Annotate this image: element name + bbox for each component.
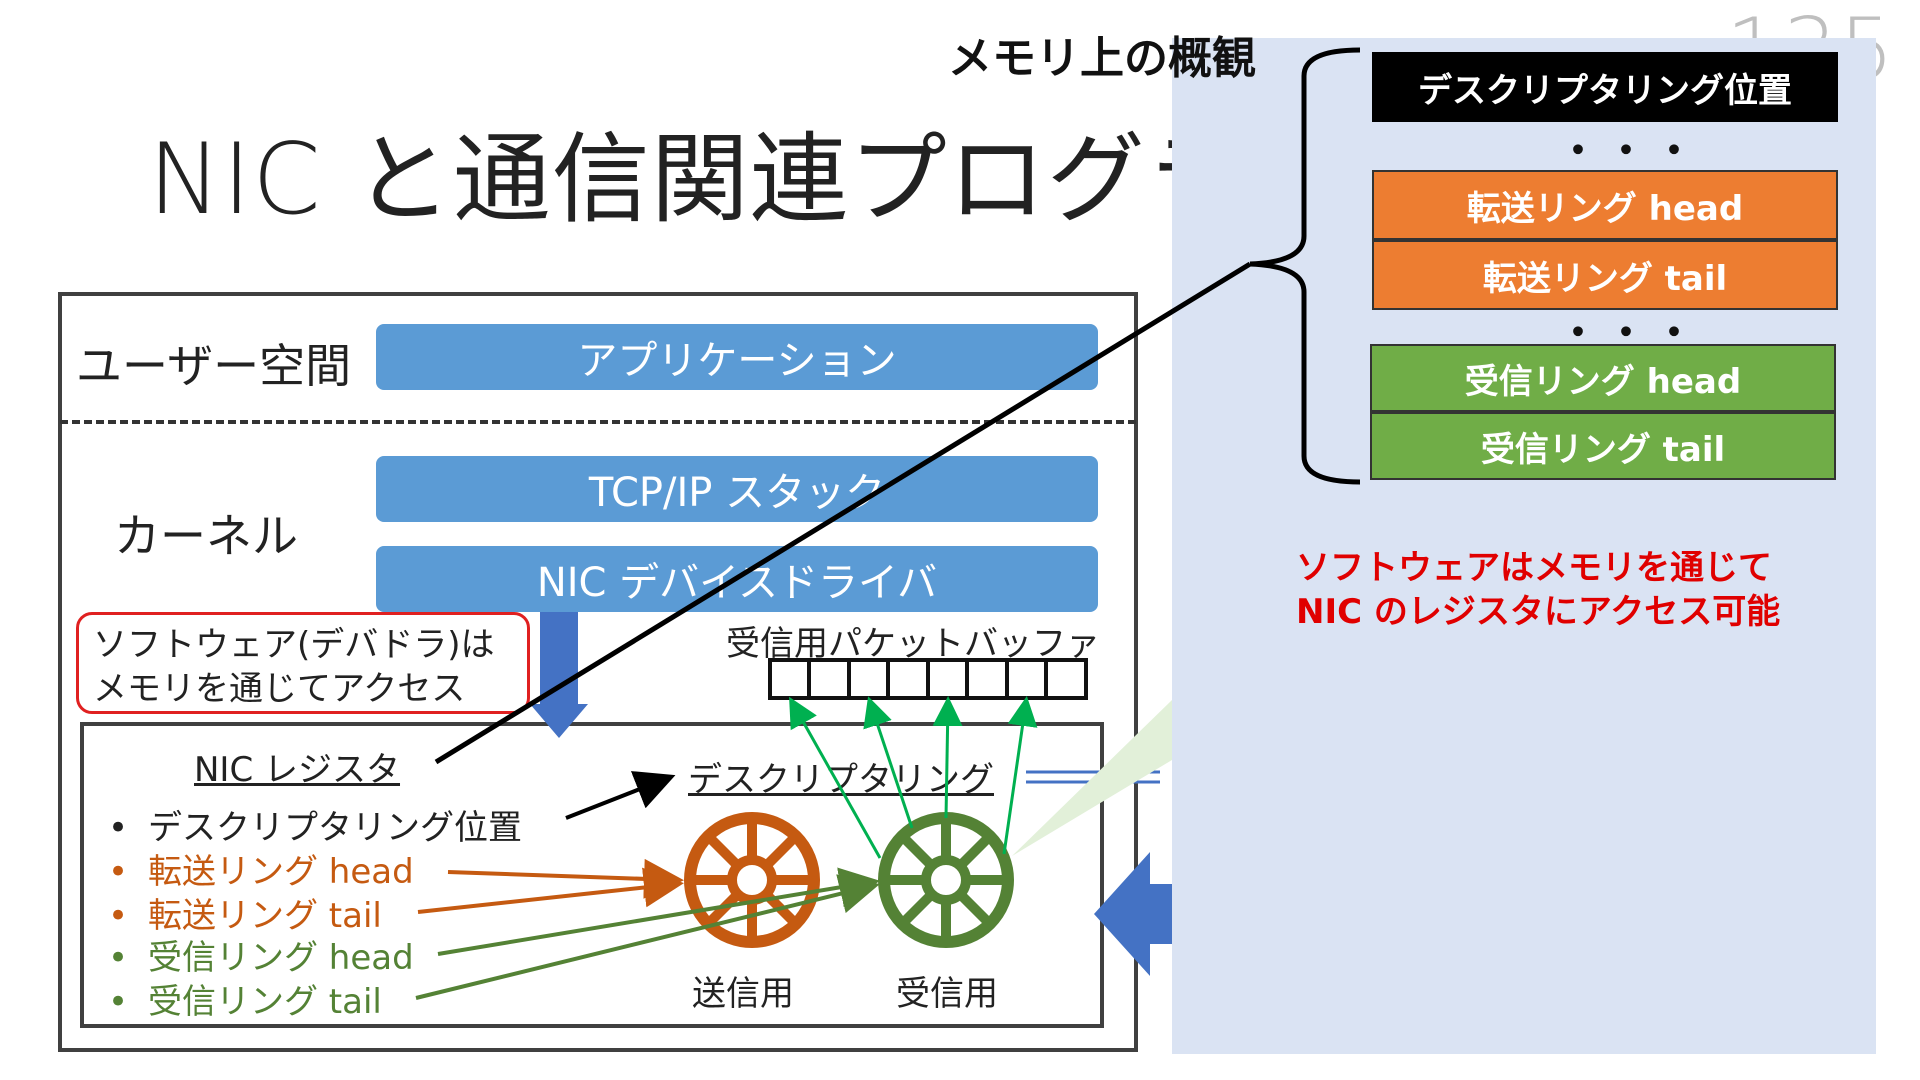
rx-head-arrow xyxy=(437,867,880,956)
memory-ellipsis: ・・・ xyxy=(1558,128,1702,174)
register-item-label: デスクリプタリング位置 xyxy=(148,808,522,848)
tx-ring-caption: 送信用 xyxy=(692,974,794,1014)
memory-access-note: ソフトウェアはメモリを通じて NIC のレジスタにアクセス可能 xyxy=(1296,548,1781,632)
bullet-icon: • xyxy=(108,896,129,936)
nic-box xyxy=(80,722,1104,1028)
network-input-arrow xyxy=(1094,852,1180,976)
software-access-note: ソフトウェア(デバドラ)は メモリを通じてアクセス xyxy=(76,612,530,714)
tcpip-stack-bar: TCP/IP スタック xyxy=(376,456,1098,522)
tx-tail-arrow xyxy=(417,867,684,914)
user-space-label: ユーザー空間 xyxy=(76,339,352,393)
register-item: • デスクリプタリング位置 xyxy=(108,800,522,849)
descriptor-position-arrow xyxy=(565,771,676,820)
memory-block: 転送リング tail xyxy=(1372,240,1838,310)
bullet-icon: • xyxy=(108,982,129,1022)
application-bar: アプリケーション xyxy=(376,324,1098,390)
rx-buffer-arrows xyxy=(789,696,1038,859)
bullet-icon: • xyxy=(108,938,129,978)
tx-head-arrow xyxy=(447,858,684,899)
rx-ring-caption: 受信用 xyxy=(896,974,998,1014)
register-to-memory-line xyxy=(434,261,1252,765)
bullet-icon: • xyxy=(108,808,129,848)
register-item: • 転送リング head xyxy=(108,844,414,893)
register-item: • 受信リング tail xyxy=(108,974,382,1023)
register-item: • 転送リング tail xyxy=(108,888,382,937)
architecture-box xyxy=(58,292,1138,1052)
descriptor-ring-label: デスクリプタリング xyxy=(688,760,994,800)
register-item: • 受信リング head xyxy=(108,930,414,979)
bullet-icon: • xyxy=(108,852,129,892)
memory-overview-title: メモリ上の概観 xyxy=(948,33,1256,84)
memory-brace xyxy=(1249,47,1361,485)
rx-packet-buffer-label: 受信用パケットバッファ xyxy=(726,624,1100,664)
user-kernel-divider xyxy=(60,420,1136,424)
zoom-wedge xyxy=(1012,700,1172,856)
memory-block: 受信リング head xyxy=(1370,344,1836,412)
nic-register-title: NIC レジスタ xyxy=(194,750,401,790)
memory-block: 受信リング tail xyxy=(1370,412,1836,480)
register-item-label: 受信リング tail xyxy=(148,982,382,1022)
tx-ring xyxy=(684,812,820,948)
register-item-label: 転送リング head xyxy=(148,852,414,892)
register-item-label: 受信リング head xyxy=(148,938,414,978)
kernel-label: カーネル xyxy=(114,509,298,563)
register-item-label: 転送リング tail xyxy=(148,896,382,936)
slide-title: NIC と通信関連プログラム xyxy=(148,123,1341,237)
rx-packet-buffer xyxy=(768,658,1088,700)
memory-block: デスクリプタリング位置 xyxy=(1372,52,1838,122)
driver-to-nic-arrow xyxy=(530,612,588,738)
rx-tail-arrow xyxy=(415,874,880,1000)
memory-block: 転送リング head xyxy=(1372,170,1838,240)
